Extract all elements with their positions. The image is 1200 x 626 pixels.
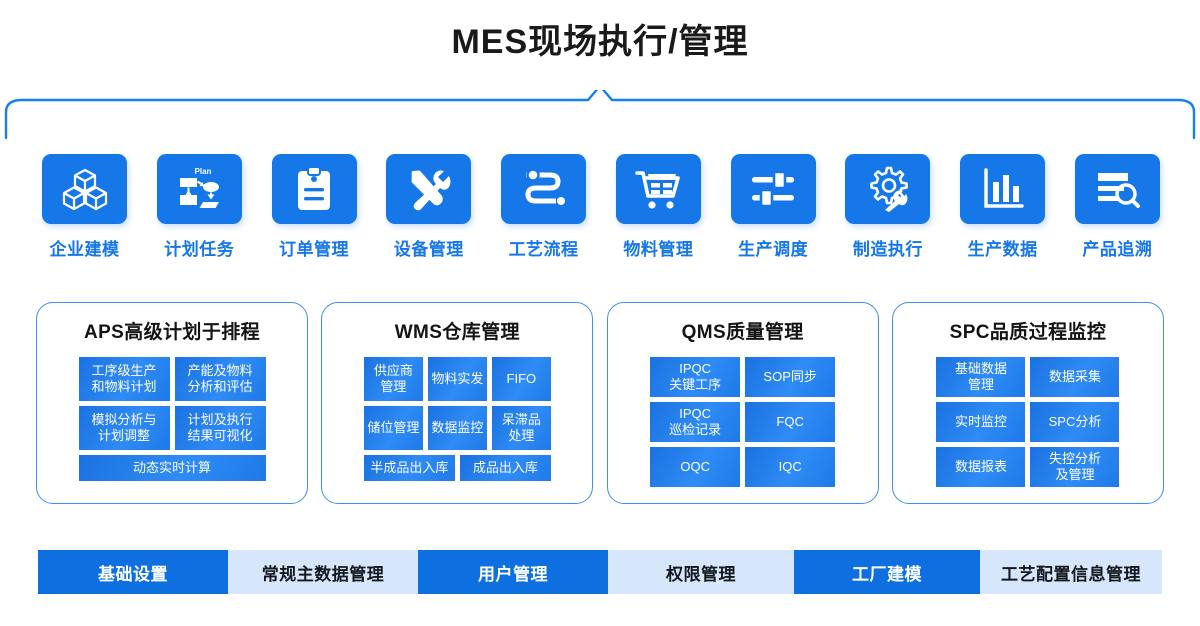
tile[interactable]: 呆滞品 处理 bbox=[491, 406, 551, 450]
icon-item-production-data[interactable]: 生产数据 bbox=[960, 154, 1046, 260]
icon-item-manufacturing-execution[interactable]: 制造执行 bbox=[845, 154, 931, 260]
card-title: QMS质量管理 bbox=[681, 322, 804, 343]
tile[interactable]: 工序级生产 和物料计划 bbox=[78, 357, 170, 401]
bar-item-user-management[interactable]: 用户管理 bbox=[418, 550, 608, 594]
bar-item-permission-management[interactable]: 权限管理 bbox=[608, 550, 794, 594]
card-tiles: 工序级生产 和物料计划 产能及物料 分析和评估 模拟分析与 计划调整 计划及执行… bbox=[54, 357, 290, 481]
page-title: MES现场执行/管理 bbox=[451, 23, 749, 61]
document-search-icon bbox=[1074, 154, 1160, 224]
clipboard-icon bbox=[271, 154, 357, 224]
bar-item-master-data[interactable]: 常规主数据管理 bbox=[228, 550, 418, 594]
icon-label: 订单管理 bbox=[279, 240, 350, 259]
bar-item-basic-settings[interactable]: 基础设置 bbox=[38, 550, 228, 594]
icon-strip: 企业建模 Plan 计划任务 bbox=[42, 154, 1160, 260]
tile[interactable]: 数据报表 bbox=[936, 447, 1026, 487]
icon-item-plan-task[interactable]: Plan 计划任务 bbox=[156, 154, 242, 260]
tile[interactable]: OQC bbox=[650, 447, 741, 487]
tile[interactable]: 动态实时计算 bbox=[78, 455, 266, 481]
tile[interactable]: FQC bbox=[745, 402, 836, 442]
gear-wrench-icon bbox=[845, 154, 931, 224]
tile[interactable]: 储位管理 bbox=[363, 406, 423, 450]
icon-item-order-management[interactable]: 订单管理 bbox=[271, 154, 357, 260]
tile[interactable]: 产能及物料 分析和评估 bbox=[174, 357, 266, 401]
tile[interactable]: IPQC 关键工序 bbox=[650, 357, 741, 397]
card-tiles: 供应商 管理 物料实发 FIFO 储位管理 数据监控 呆滞品 处理 半成品出入库… bbox=[339, 357, 575, 481]
card-qms[interactable]: QMS质量管理 IPQC 关键工序 SOP同步 IPQC 巡检记录 FQC OQ… bbox=[606, 302, 879, 504]
tile[interactable]: 成品出入库 bbox=[459, 455, 551, 481]
bar-item-factory-modeling[interactable]: 工厂建模 bbox=[794, 550, 980, 594]
tile[interactable]: 模拟分析与 计划调整 bbox=[78, 406, 170, 450]
tile[interactable]: 物料实发 bbox=[427, 357, 487, 401]
card-tiles: IPQC 关键工序 SOP同步 IPQC 巡检记录 FQC OQC IQC bbox=[625, 357, 861, 487]
icon-label: 设备管理 bbox=[393, 240, 464, 259]
plan-flowchart-icon: Plan bbox=[156, 154, 242, 224]
svg-text:Plan: Plan bbox=[195, 167, 212, 176]
tile[interactable]: 数据监控 bbox=[427, 406, 487, 450]
sliders-icon bbox=[730, 154, 816, 224]
card-spc[interactable]: SPC品质过程监控 基础数据 管理 数据采集 实时监控 SPC分析 数据报表 失… bbox=[891, 302, 1164, 504]
card-title: APS高级计划于排程 bbox=[83, 322, 261, 343]
icon-label: 物料管理 bbox=[623, 240, 694, 259]
card-aps[interactable]: APS高级计划于排程 工序级生产 和物料计划 产能及物料 分析和评估 模拟分析与… bbox=[36, 302, 308, 504]
card-tiles: 基础数据 管理 数据采集 实时监控 SPC分析 数据报表 失控分析 及管理 bbox=[910, 357, 1146, 487]
process-flow-icon bbox=[501, 154, 587, 224]
tile[interactable]: SOP同步 bbox=[745, 357, 836, 397]
tile[interactable]: 失控分析 及管理 bbox=[1030, 447, 1120, 487]
icon-item-equipment-management[interactable]: 设备管理 bbox=[386, 154, 472, 260]
wrench-screwdriver-icon bbox=[386, 154, 472, 224]
bar-item-process-config-info[interactable]: 工艺配置信息管理 bbox=[980, 550, 1162, 594]
icon-item-material-management[interactable]: 物料管理 bbox=[615, 154, 701, 260]
tile[interactable]: 供应商 管理 bbox=[363, 357, 423, 401]
icon-item-process-flow[interactable]: 工艺流程 bbox=[501, 154, 587, 260]
icon-label: 计划任务 bbox=[164, 240, 235, 259]
icon-label: 工艺流程 bbox=[508, 240, 579, 259]
icon-item-enterprise-modeling[interactable]: 企业建模 bbox=[42, 154, 127, 260]
card-title: WMS仓库管理 bbox=[394, 322, 520, 343]
tile[interactable]: 计划及执行 结果可视化 bbox=[174, 406, 266, 450]
card-wms[interactable]: WMS仓库管理 供应商 管理 物料实发 FIFO 储位管理 数据监控 呆滞品 处… bbox=[321, 302, 594, 504]
icon-item-product-traceability[interactable]: 产品追溯 bbox=[1074, 154, 1160, 260]
tile[interactable]: 实时监控 bbox=[936, 402, 1026, 442]
cubes-icon bbox=[42, 154, 127, 224]
tile[interactable]: SPC分析 bbox=[1030, 402, 1120, 442]
icon-label: 产品追溯 bbox=[1082, 240, 1153, 259]
bar-chart-icon bbox=[960, 154, 1046, 224]
tile[interactable]: 半成品出入库 bbox=[363, 455, 455, 481]
tile[interactable]: 基础数据 管理 bbox=[936, 357, 1026, 397]
tile[interactable]: IQC bbox=[745, 447, 836, 487]
bracket-connector bbox=[0, 84, 1200, 140]
tile[interactable]: 数据采集 bbox=[1030, 357, 1120, 397]
icon-label: 生产数据 bbox=[967, 240, 1038, 259]
module-cards-row: APS高级计划于排程 工序级生产 和物料计划 产能及物料 分析和评估 模拟分析与… bbox=[36, 302, 1164, 504]
icon-label: 企业建模 bbox=[49, 240, 120, 259]
tile[interactable]: FIFO bbox=[491, 357, 551, 401]
shopping-cart-icon bbox=[615, 154, 701, 224]
bottom-bar: 基础设置 常规主数据管理 用户管理 权限管理 工厂建模 工艺配置信息管理 bbox=[38, 550, 1162, 594]
icon-label: 生产调度 bbox=[738, 240, 809, 259]
icon-item-production-scheduling[interactable]: 生产调度 bbox=[730, 154, 816, 260]
tile[interactable]: IPQC 巡检记录 bbox=[650, 402, 741, 442]
card-title: SPC品质过程监控 bbox=[949, 322, 1107, 343]
icon-label: 制造执行 bbox=[852, 240, 923, 259]
